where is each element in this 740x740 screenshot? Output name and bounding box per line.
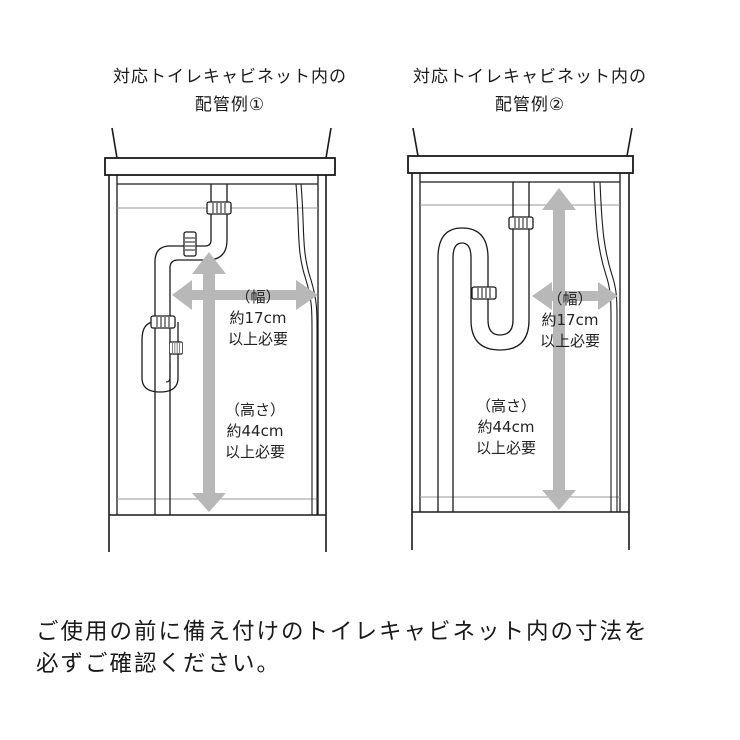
- height-label-2: （高さ） 約44cm 以上必要: [456, 396, 556, 459]
- height-label-1: （高さ） 約44cm 以上必要: [205, 400, 305, 463]
- width-label-2-paren: （幅）: [547, 290, 593, 308]
- cabinet-2: [407, 127, 634, 550]
- height-arrow-1: [192, 252, 226, 512]
- cabinet-1: [104, 127, 336, 552]
- width-label-1-value: 約17cm: [229, 309, 287, 327]
- width-label-1: （幅） 約17cm 以上必要: [208, 287, 308, 350]
- note-line1: ご使用の前に備え付けのトイレキャビネット内の寸法を: [36, 619, 649, 645]
- width-arrow-2: [532, 282, 618, 310]
- width-arrow-1: [172, 280, 318, 310]
- width-label-2-value: 約17cm: [541, 311, 599, 329]
- height-label-2-value: 約44cm: [477, 418, 535, 436]
- diagram-1-title-line1: 対応トイレキャビネット内の: [113, 67, 347, 87]
- diagram-2-title-line1: 対応トイレキャビネット内の: [413, 67, 647, 87]
- note-line2: 必ずご確認ください。: [36, 651, 282, 677]
- width-label-2-requirement: 以上必要: [539, 332, 600, 350]
- height-label-1-value: 約44cm: [226, 422, 284, 440]
- width-label-2: （幅） 約17cm 以上必要: [520, 289, 620, 352]
- height-label-2-requirement: 以上必要: [475, 439, 536, 457]
- diagram-1-title: 対応トイレキャビネット内の 配管例①: [80, 63, 380, 119]
- height-label-1-paren: （高さ）: [224, 401, 285, 419]
- height-arrow-2: [542, 188, 576, 510]
- height-label-2-paren: （高さ）: [475, 397, 536, 415]
- confirmation-note: ご使用の前に備え付けのトイレキャビネット内の寸法を 必ずご確認ください。: [36, 616, 726, 680]
- diagram-1-title-line2: 配管例①: [194, 95, 266, 115]
- height-label-1-requirement: 以上必要: [224, 443, 285, 461]
- width-label-1-paren: （幅）: [235, 288, 281, 306]
- diagram-2-title: 対応トイレキャビネット内の 配管例②: [380, 63, 680, 119]
- diagram-2-title-line2: 配管例②: [494, 95, 566, 115]
- width-label-1-requirement: 以上必要: [227, 330, 288, 348]
